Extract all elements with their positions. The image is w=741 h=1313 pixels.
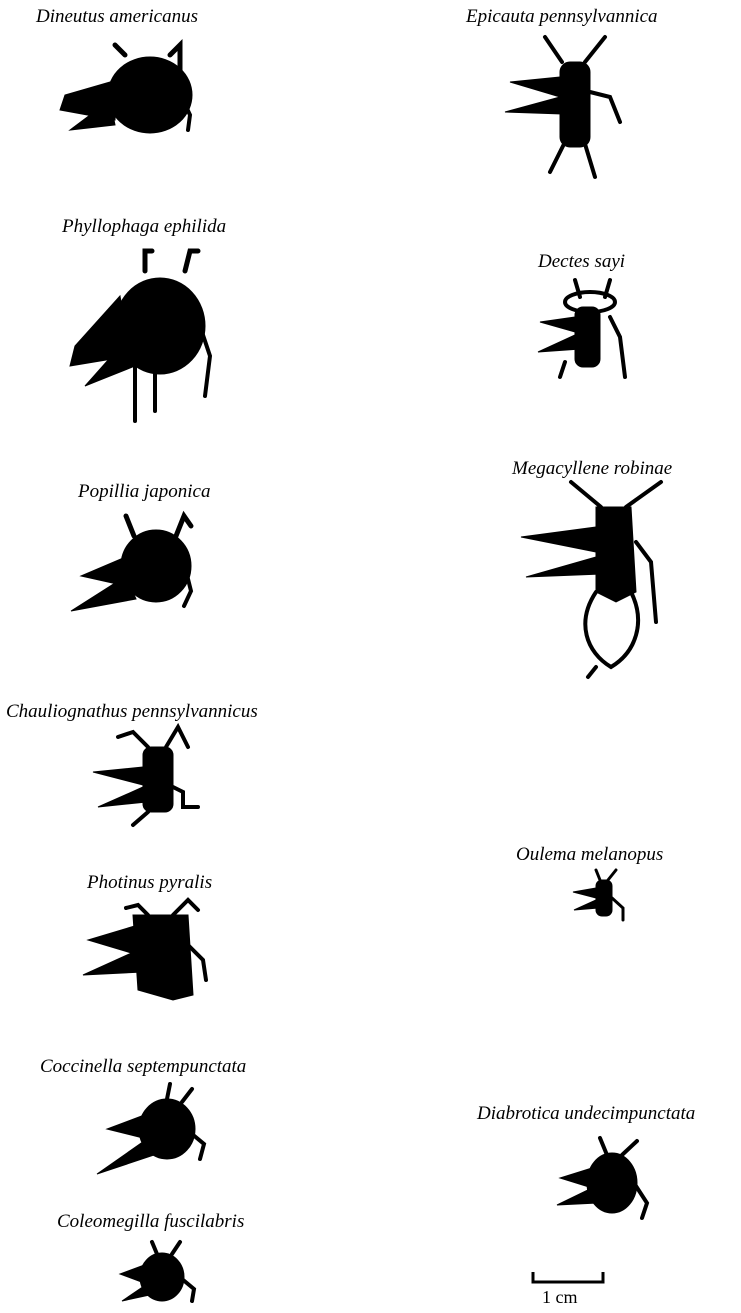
scale-bar-label: 1 cm xyxy=(542,1287,578,1308)
specimen-oulema-melanopus: Oulema melanopus xyxy=(370,838,741,938)
beetle-silhouette-icon xyxy=(78,900,218,1010)
specimen-megacyllene-robinae: Megacyllene robinae xyxy=(370,452,741,692)
species-label: Coleomegilla fuscilabris xyxy=(57,1211,244,1233)
specimen-coccinella-septempunctata: Coccinella septempunctata xyxy=(0,1050,370,1180)
specimen-epicauta-pennsylvannica: Epicauta pennsylvannica xyxy=(370,0,741,190)
species-label: Photinus pyralis xyxy=(87,872,212,894)
species-label: Phyllophaga ephilida xyxy=(62,216,226,238)
beetle-silhouette-icon xyxy=(500,32,640,182)
beetle-silhouette-icon xyxy=(530,277,650,387)
specimen-dectes-sayi: Dectes sayi xyxy=(370,245,741,395)
specimen-diabrotica-undecimpunctata: Diabrotica undecimpunctata xyxy=(370,1097,741,1227)
beetle-silhouette-icon xyxy=(55,40,215,160)
specimen-dineutus-americanus: Dineutus americanus xyxy=(0,0,370,200)
species-label: Epicauta pennsylvannica xyxy=(466,6,658,28)
beetle-silhouette-icon xyxy=(112,1239,202,1309)
species-label: Diabrotica undecimpunctata xyxy=(477,1103,695,1125)
species-label: Megacyllene robinae xyxy=(512,458,672,480)
specimen-phyllophaga-ephilida: Phyllophaga ephilida xyxy=(0,210,370,430)
beetle-silhouette-icon xyxy=(552,1133,662,1228)
specimen-photinus-pyralis: Photinus pyralis xyxy=(0,866,370,1016)
beetle-silhouette-icon xyxy=(88,727,208,827)
scale-bar-line xyxy=(530,1272,610,1288)
species-label: Popillia japonica xyxy=(78,481,210,503)
beetle-silhouette-icon xyxy=(66,511,206,631)
species-label: Oulema melanopus xyxy=(516,844,663,866)
beetle-silhouette-icon xyxy=(92,1084,212,1184)
beetle-silhouette-icon xyxy=(568,868,638,928)
species-label: Dineutus americanus xyxy=(36,6,198,28)
specimen-coleomegilla-fuscilabris: Coleomegilla fuscilabris xyxy=(0,1205,370,1313)
specimen-chauliognathus-pennsylvannicus: Chauliognathus pennsylvannicus xyxy=(0,695,370,845)
beetle-silhouette-icon xyxy=(60,246,220,426)
species-label: Coccinella septempunctata xyxy=(40,1056,246,1078)
species-label: Chauliognathus pennsylvannicus xyxy=(6,701,258,723)
specimen-popillia-japonica: Popillia japonica xyxy=(0,475,370,655)
species-label: Dectes sayi xyxy=(538,251,625,273)
beetle-silhouette-icon xyxy=(516,482,676,682)
scale-bar: 1 cm xyxy=(530,1272,610,1312)
